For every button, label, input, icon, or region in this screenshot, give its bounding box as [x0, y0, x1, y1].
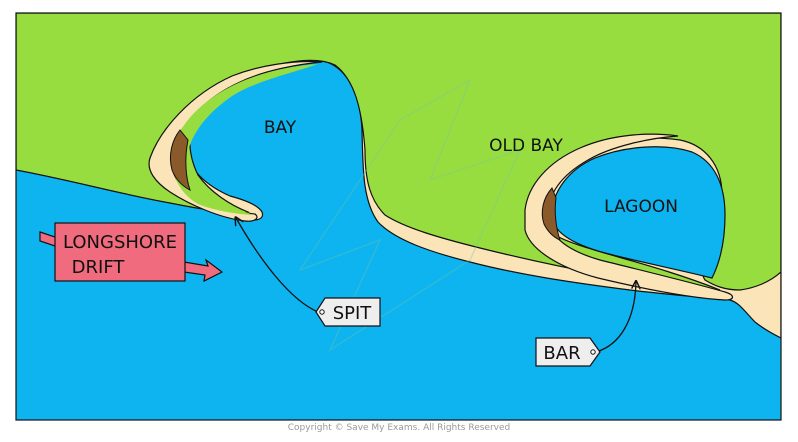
bay-label: BAY: [264, 118, 297, 138]
longshore-drift-box: [54, 222, 186, 282]
watermark: [298, 78, 522, 352]
spit-tag-hole: [319, 309, 325, 315]
cliff-face-lagoon: [541, 187, 561, 241]
old-bay-label: OLD BAY: [489, 136, 563, 156]
spit-label: SPIT: [333, 303, 373, 324]
spit-tag: [315, 297, 381, 327]
diagram-frame: [15, 12, 782, 421]
bar-sand: [524, 133, 734, 301]
spit-land: [171, 64, 318, 215]
arrow-right-icon: [183, 258, 224, 283]
cliff-face-bay: [169, 129, 191, 191]
copyright-notice: Copyright © Save My Exams. All Rights Re…: [287, 423, 511, 433]
bar-pointer: [595, 282, 636, 353]
longshore-drift-label-line2: DRIFT: [72, 257, 126, 278]
bar-label: BAR: [543, 343, 580, 364]
longshore-drift-label-line1: LONGSHORE: [63, 232, 177, 253]
bar-tag-hole: [590, 349, 596, 355]
lagoon: [551, 146, 726, 279]
arrow-pointer-icon: [236, 218, 319, 313]
lagoon-label: LAGOON: [604, 197, 678, 217]
bar-tag: [535, 337, 601, 367]
